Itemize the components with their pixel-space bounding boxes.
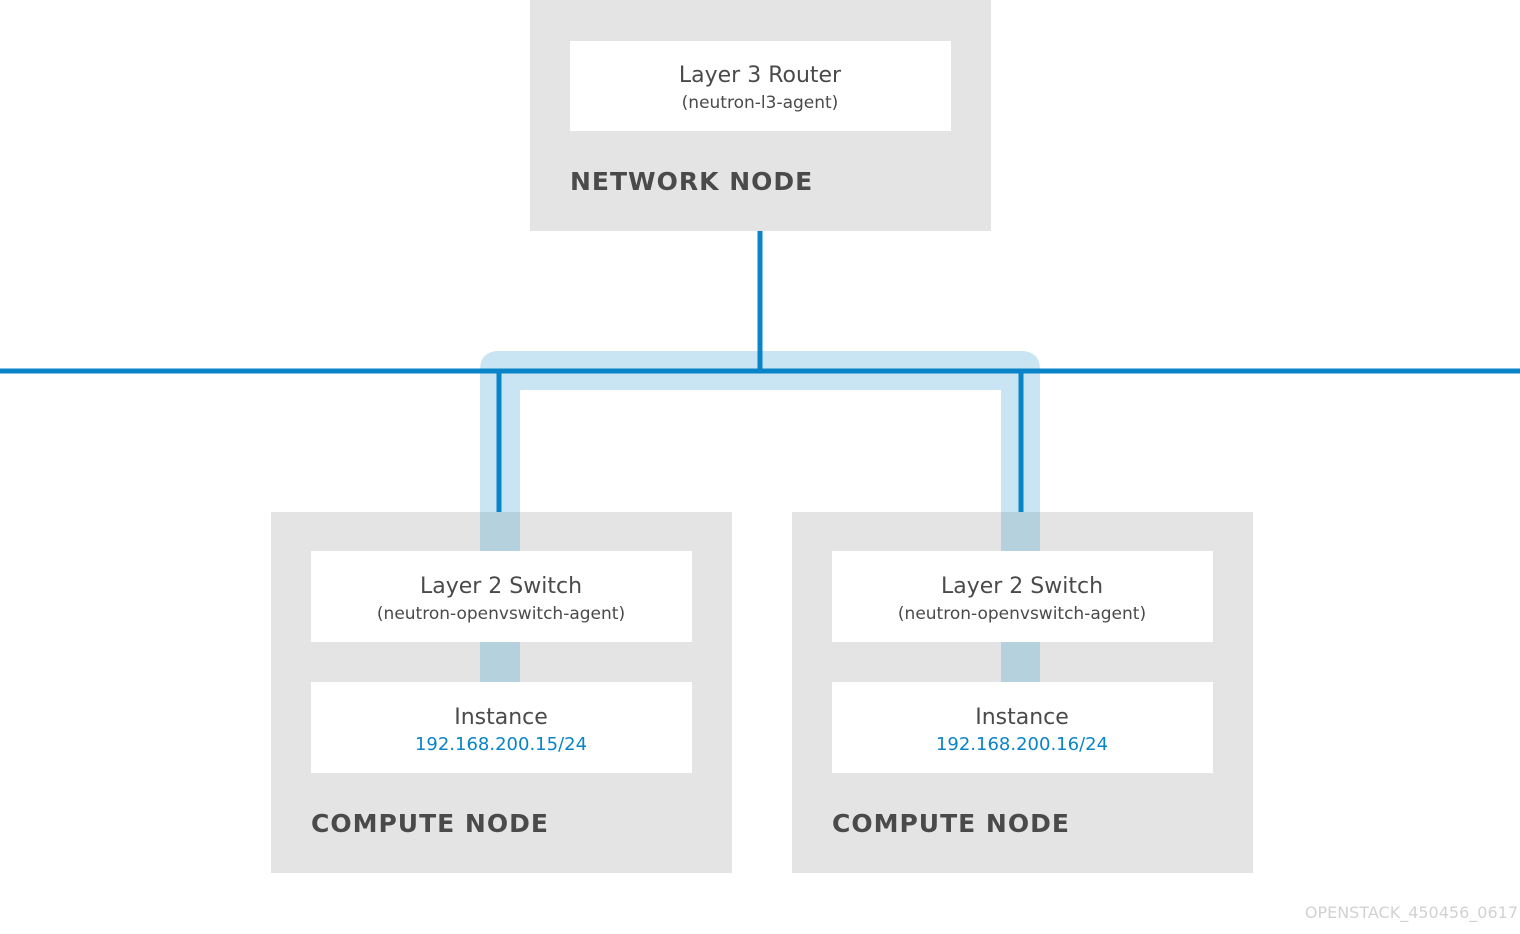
instance-box xyxy=(832,682,1213,773)
instance-box xyxy=(311,682,692,773)
switch-subtitle: (neutron-openvswitch-agent) xyxy=(377,604,625,624)
switch-title: Layer 2 Switch xyxy=(420,574,582,599)
router-box xyxy=(570,41,951,131)
switch-box xyxy=(311,551,692,642)
figure-id-watermark: OPENSTACK_450456_0617 xyxy=(1305,903,1518,923)
vlan-highlight-overlap xyxy=(480,642,520,682)
network-node: Layer 3 Router (neutron-l3-agent) NETWOR… xyxy=(530,0,991,231)
vlan-highlight-overlap xyxy=(1001,642,1040,682)
network-node-label: NETWORK NODE xyxy=(570,167,813,196)
vlan-highlight-overlap xyxy=(1001,512,1040,551)
instance-ip: 192.168.200.16/24 xyxy=(936,734,1108,755)
compute-node-label: COMPUTE NODE xyxy=(311,809,549,838)
instance-ip: 192.168.200.15/24 xyxy=(415,734,587,755)
router-subtitle: (neutron-l3-agent) xyxy=(682,93,839,113)
switch-box xyxy=(832,551,1213,642)
compute-node-label: COMPUTE NODE xyxy=(832,809,1070,838)
instance-title: Instance xyxy=(975,705,1069,730)
vlan-highlight-path xyxy=(480,351,1040,682)
vlan-highlight-overlap xyxy=(480,512,520,551)
switch-subtitle: (neutron-openvswitch-agent) xyxy=(898,604,1146,624)
router-title: Layer 3 Router xyxy=(679,63,842,88)
instance-title: Instance xyxy=(454,705,548,730)
switch-title: Layer 2 Switch xyxy=(941,574,1103,599)
